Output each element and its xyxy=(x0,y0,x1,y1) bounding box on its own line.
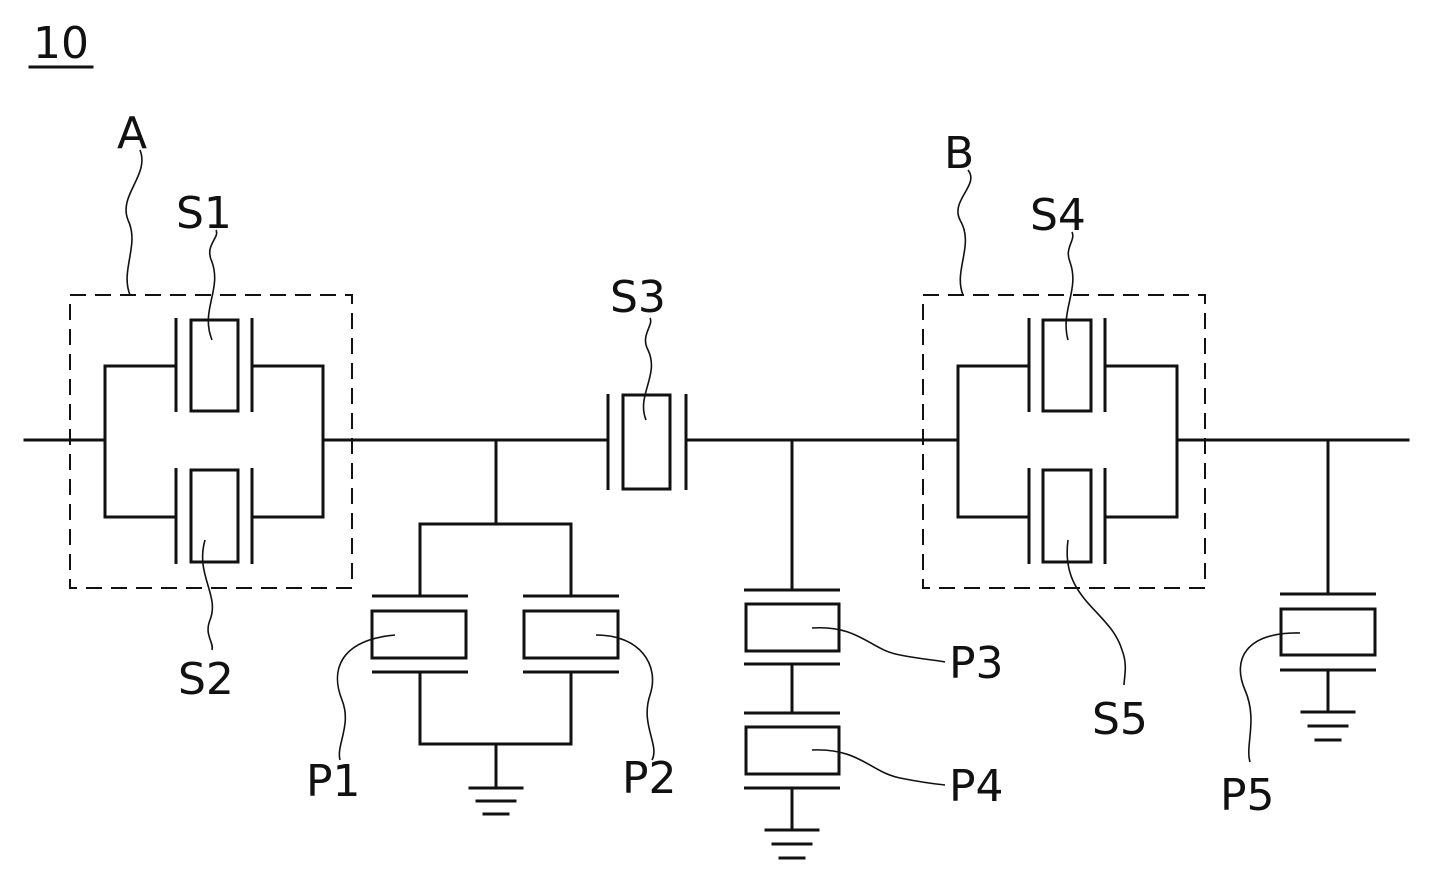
resonator-p1 xyxy=(372,596,468,672)
p3-label: P3 xyxy=(949,638,1004,689)
group-b-leader xyxy=(958,170,971,295)
s3-label: S3 xyxy=(610,272,666,323)
resonator-p5 xyxy=(1280,594,1376,670)
p4-label: P4 xyxy=(949,761,1004,812)
resonator-s3 xyxy=(608,394,686,490)
ground-symbol-1 xyxy=(470,788,522,814)
group-b-label: B xyxy=(944,128,974,179)
p1-label: P1 xyxy=(306,756,361,807)
s4-label: S4 xyxy=(1030,190,1086,241)
s2-label: S2 xyxy=(178,654,234,705)
resonator-s2 xyxy=(176,468,252,564)
group-a-leader xyxy=(126,150,142,295)
p2-label: P2 xyxy=(622,753,677,804)
resonator-p3 xyxy=(744,590,840,664)
figure-number: 10 xyxy=(33,18,89,69)
s5-label: S5 xyxy=(1092,694,1148,745)
resonator-p2 xyxy=(523,596,619,672)
p5-label: P5 xyxy=(1220,770,1275,821)
s1-label: S1 xyxy=(176,188,232,239)
ground-symbol-2 xyxy=(766,830,818,858)
group-a-label: A xyxy=(117,108,147,159)
resonator-s1 xyxy=(176,318,252,412)
ground-symbol-3 xyxy=(1302,712,1354,740)
